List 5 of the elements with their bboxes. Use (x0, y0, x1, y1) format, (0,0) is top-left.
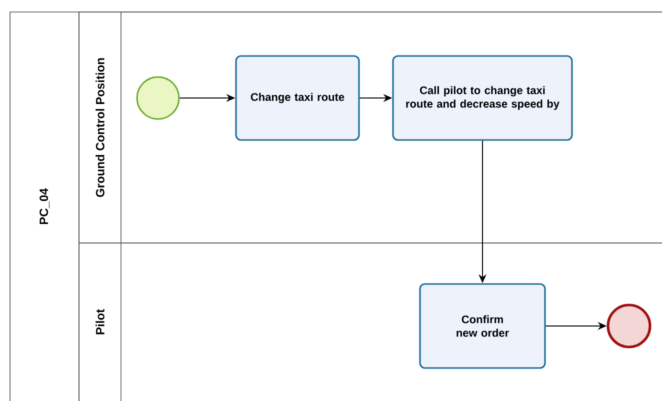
start-event-circle (136, 76, 180, 120)
task-box: Change taxi route (235, 55, 360, 141)
task-box: Call pilot to change taxi route and decrease speed by (392, 55, 573, 141)
task-box: Confirm new order (419, 283, 546, 369)
end-event-circle (606, 304, 652, 348)
